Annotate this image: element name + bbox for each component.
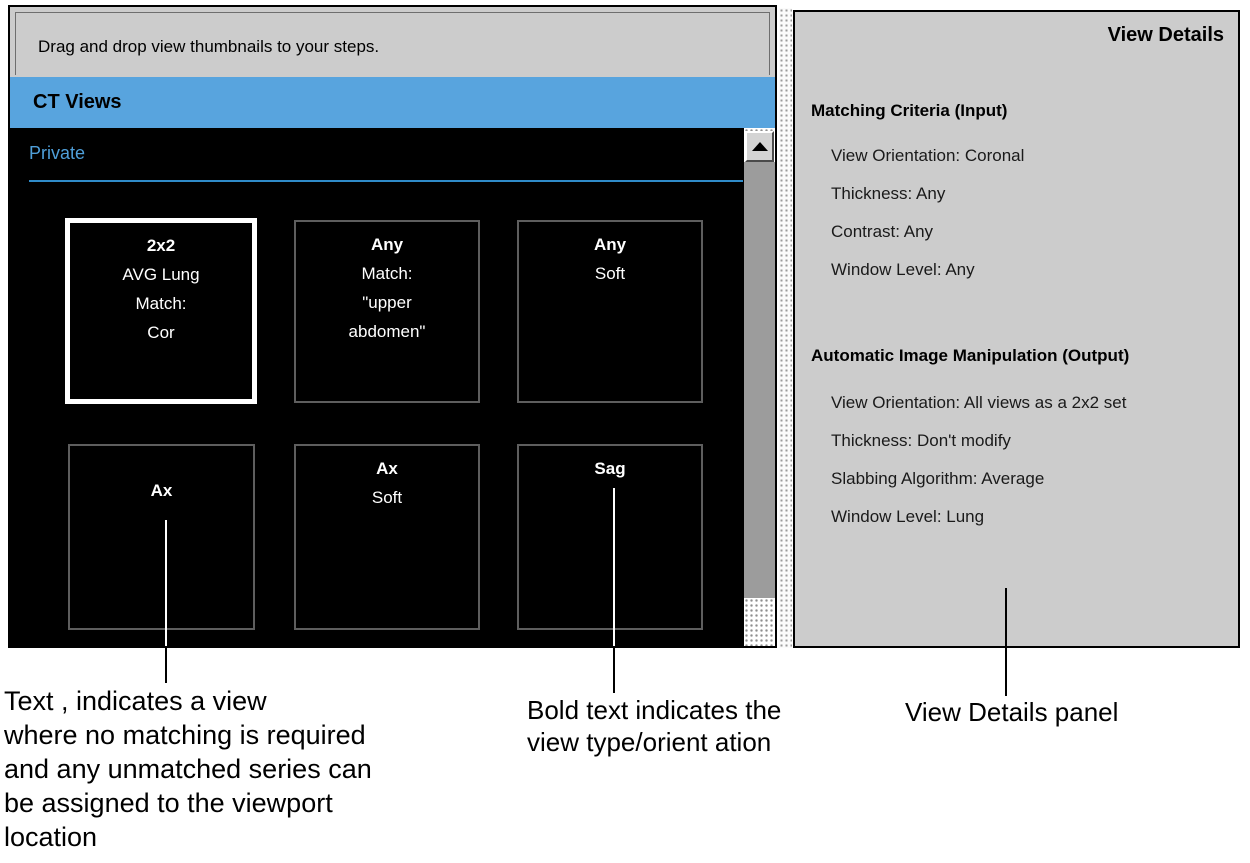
- callout-line-view-details: [1005, 588, 1007, 696]
- view-type-label: Any: [593, 235, 627, 254]
- view-assignment-window: Drag and drop view thumbnails to your st…: [8, 5, 1240, 648]
- private-group-label[interactable]: Private: [29, 143, 86, 163]
- criteria-thickness: Thickness: Any: [831, 184, 946, 203]
- annotation-line: where no matching is required: [4, 720, 366, 750]
- criteria-window-level: Window Level: Any: [831, 260, 975, 279]
- auto-image-manipulation-heading: Automatic Image Manipulation (Output): [811, 346, 1130, 365]
- view-thumbnail-ax-soft[interactable]: Ax Soft: [294, 444, 480, 630]
- view-thumb-text: "upper: [362, 293, 412, 312]
- annotation-line: Text , indicates a view: [4, 686, 267, 716]
- criteria-contrast: Contrast: Any: [831, 222, 934, 241]
- output-slabbing-algorithm: Slabbing Algorithm: Average: [831, 469, 1045, 488]
- view-type-label: Ax: [150, 481, 173, 500]
- scroll-up-button[interactable]: [745, 131, 774, 162]
- scrollbar-thumb[interactable]: [744, 162, 775, 598]
- callout-line-ax-lower: [165, 648, 167, 683]
- view-thumb-text: Soft: [594, 264, 626, 283]
- view-type-label: Ax: [376, 459, 398, 478]
- view-details-title: View Details: [1107, 24, 1224, 46]
- annotation-line: be assigned to the viewport: [4, 788, 333, 818]
- annotation-line: location: [4, 822, 98, 852]
- callout-line-ax-upper: [165, 520, 167, 646]
- panel-splitter[interactable]: [779, 8, 792, 648]
- view-thumbnail-2x2-avg-lung[interactable]: 2x2 AVG Lung Match: Cor: [65, 218, 257, 404]
- annotation-line: and any unmatched series can: [4, 754, 372, 784]
- output-thickness: Thickness: Don't modify: [831, 431, 1011, 450]
- view-thumb-text: Cor: [147, 323, 175, 342]
- view-thumb-text: AVG Lung: [122, 265, 200, 284]
- ct-views-panel: Drag and drop view thumbnails to your st…: [8, 5, 777, 648]
- instruction-text: Drag and drop view thumbnails to your st…: [38, 37, 380, 56]
- callout-line-sag-upper: [613, 488, 615, 646]
- instruction-bar: Drag and drop view thumbnails to your st…: [15, 12, 770, 75]
- view-thumb-text: Match:: [135, 294, 187, 313]
- annotation-line: Bold text indicates the: [527, 695, 782, 725]
- annotation-line: View Details panel: [905, 697, 1119, 727]
- view-type-label: Any: [370, 235, 404, 254]
- thumbnail-scrollbar[interactable]: [744, 128, 775, 646]
- view-thumbnail-any-soft[interactable]: Any Soft: [517, 220, 703, 403]
- view-thumbnail-ax[interactable]: Ax: [68, 444, 255, 630]
- callout-line-sag-lower: [613, 648, 615, 693]
- view-type-label: Sag: [594, 459, 626, 478]
- ct-views-header[interactable]: CT Views: [10, 77, 775, 128]
- view-thumb-text: abdomen": [348, 322, 426, 341]
- matching-criteria-heading: Matching Criteria (Input): [811, 101, 1008, 120]
- view-thumbnail-any-upper-abdomen[interactable]: Any Match: "upper abdomen": [294, 220, 480, 403]
- view-thumb-text: Soft: [371, 488, 403, 507]
- view-type-label: 2x2: [146, 236, 176, 255]
- annotation-unmatched-text: Text , indicates a view where no matchin…: [4, 684, 372, 854]
- view-thumbnail-sag[interactable]: Sag: [517, 444, 703, 630]
- annotation-line: view type/orient ation: [527, 727, 772, 757]
- annotation-view-details-panel: View Details panel: [905, 696, 1118, 728]
- private-group-divider: [29, 180, 743, 182]
- view-details-panel: View Details Matching Criteria (Input) V…: [793, 10, 1240, 648]
- annotation-bold-text: Bold text indicates the view type/orient…: [527, 694, 781, 758]
- output-window-level: Window Level: Lung: [831, 507, 985, 526]
- thumbnail-list-area: Private 2x2 AVG Lung Match: Cor Any Matc…: [10, 128, 775, 646]
- up-arrow-icon: [751, 142, 768, 151]
- output-view-orientation: View Orientation: All views as a 2x2 set: [831, 393, 1127, 412]
- view-thumb-text: Match:: [361, 264, 413, 283]
- criteria-view-orientation: View Orientation: Coronal: [831, 146, 1025, 165]
